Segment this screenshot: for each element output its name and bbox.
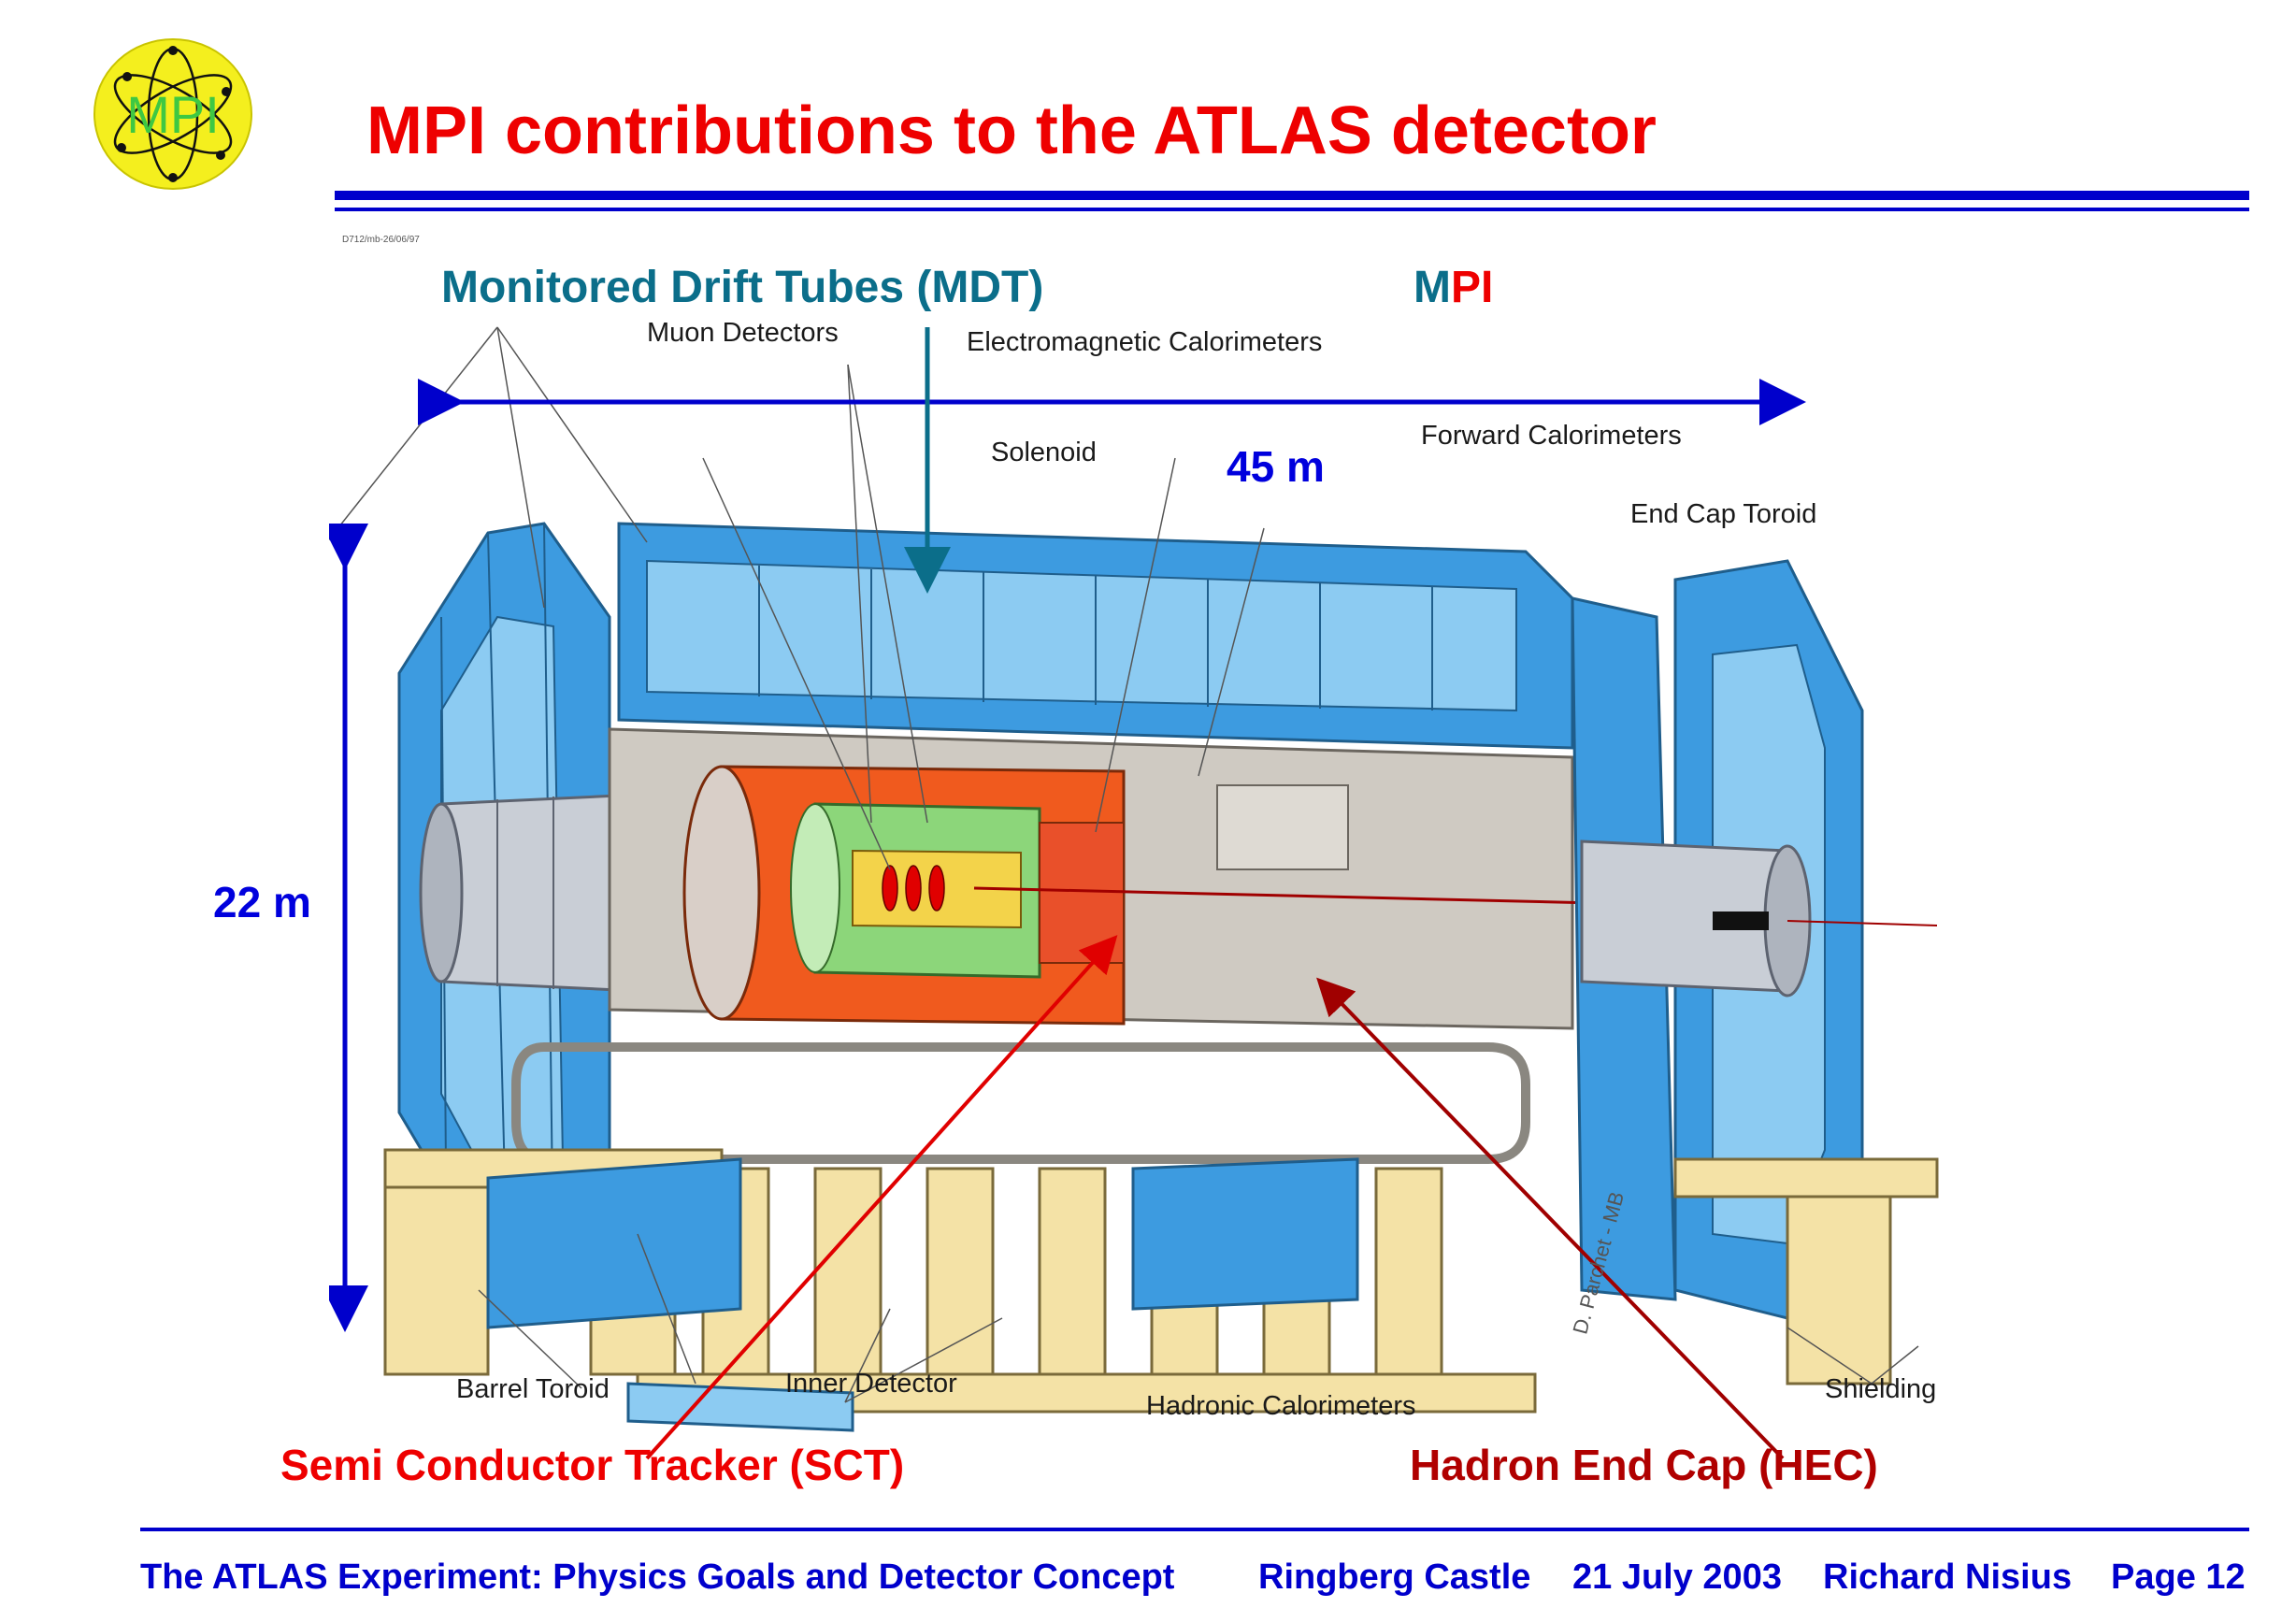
page-title: MPI contributions to the ATLAS detector [366, 93, 1657, 168]
shielding-label: Shielding [1825, 1374, 1937, 1404]
em-calorimeters-label: Electromagnetic Calorimeters [967, 327, 1323, 357]
logo-text: MPI [126, 85, 220, 144]
title-rule-thin [335, 208, 2249, 211]
inner-detector-label: Inner Detector [785, 1369, 957, 1399]
length-label: 45 m [1227, 442, 1325, 491]
detector-drawing [281, 326, 1939, 1460]
muon-detectors-label: Muon Detectors [647, 318, 839, 348]
sct-arrow [645, 935, 1118, 1460]
mpi-logo: MPI [90, 36, 256, 193]
barrel-muon-chambers-top [617, 522, 1574, 750]
left-forward-shielding [419, 793, 639, 993]
footer-author: Richard Nisius [1823, 1557, 2073, 1597]
barrel-toroid [511, 1042, 1530, 1164]
footer-talk: The ATLAS Experiment: Physics Goals and … [140, 1557, 1175, 1597]
barrel-muon-chambers-bottom [486, 1157, 1359, 1432]
footer-date: 21 July 2003 [1572, 1557, 1782, 1597]
hadronic-calorimeters-label: Hadronic Calorimeters [1146, 1391, 1416, 1421]
hec-label: Hadron End Cap (HEC) [1410, 1441, 1878, 1489]
calorimeters [682, 765, 1676, 1026]
mpi-label-pi: PI [1450, 263, 1494, 312]
solenoid-label: Solenoid [991, 438, 1097, 467]
barrel-toroid-label: Barrel Toroid [456, 1374, 610, 1404]
end-cap-toroid-label: End Cap Toroid [1630, 499, 1817, 529]
footer-rule [140, 1528, 2249, 1531]
atlas-detector-figure: D712/mb-26/06/97 Monitored Drift Tubes (… [280, 224, 1993, 1524]
mpi-label-m: M [1413, 263, 1451, 312]
hec-arrow [1316, 977, 1785, 1460]
drawing-code: D712/mb-26/06/97 [342, 235, 420, 245]
mpi-label: MPI [1413, 266, 1493, 310]
forward-calorimeters-label: Forward Calorimeters [1421, 421, 1682, 451]
sct-label: Semi Conductor Tracker (SCT) [280, 1441, 905, 1489]
right-end-cap [1571, 559, 1938, 1320]
footer-page: Page 12 [2111, 1557, 2246, 1597]
footer-venue: Ringberg Castle [1258, 1557, 1531, 1597]
height-label: 22 m [213, 878, 311, 926]
title-rule [335, 191, 2249, 200]
mdt-label: Monitored Drift Tubes (MDT) [441, 263, 1044, 312]
